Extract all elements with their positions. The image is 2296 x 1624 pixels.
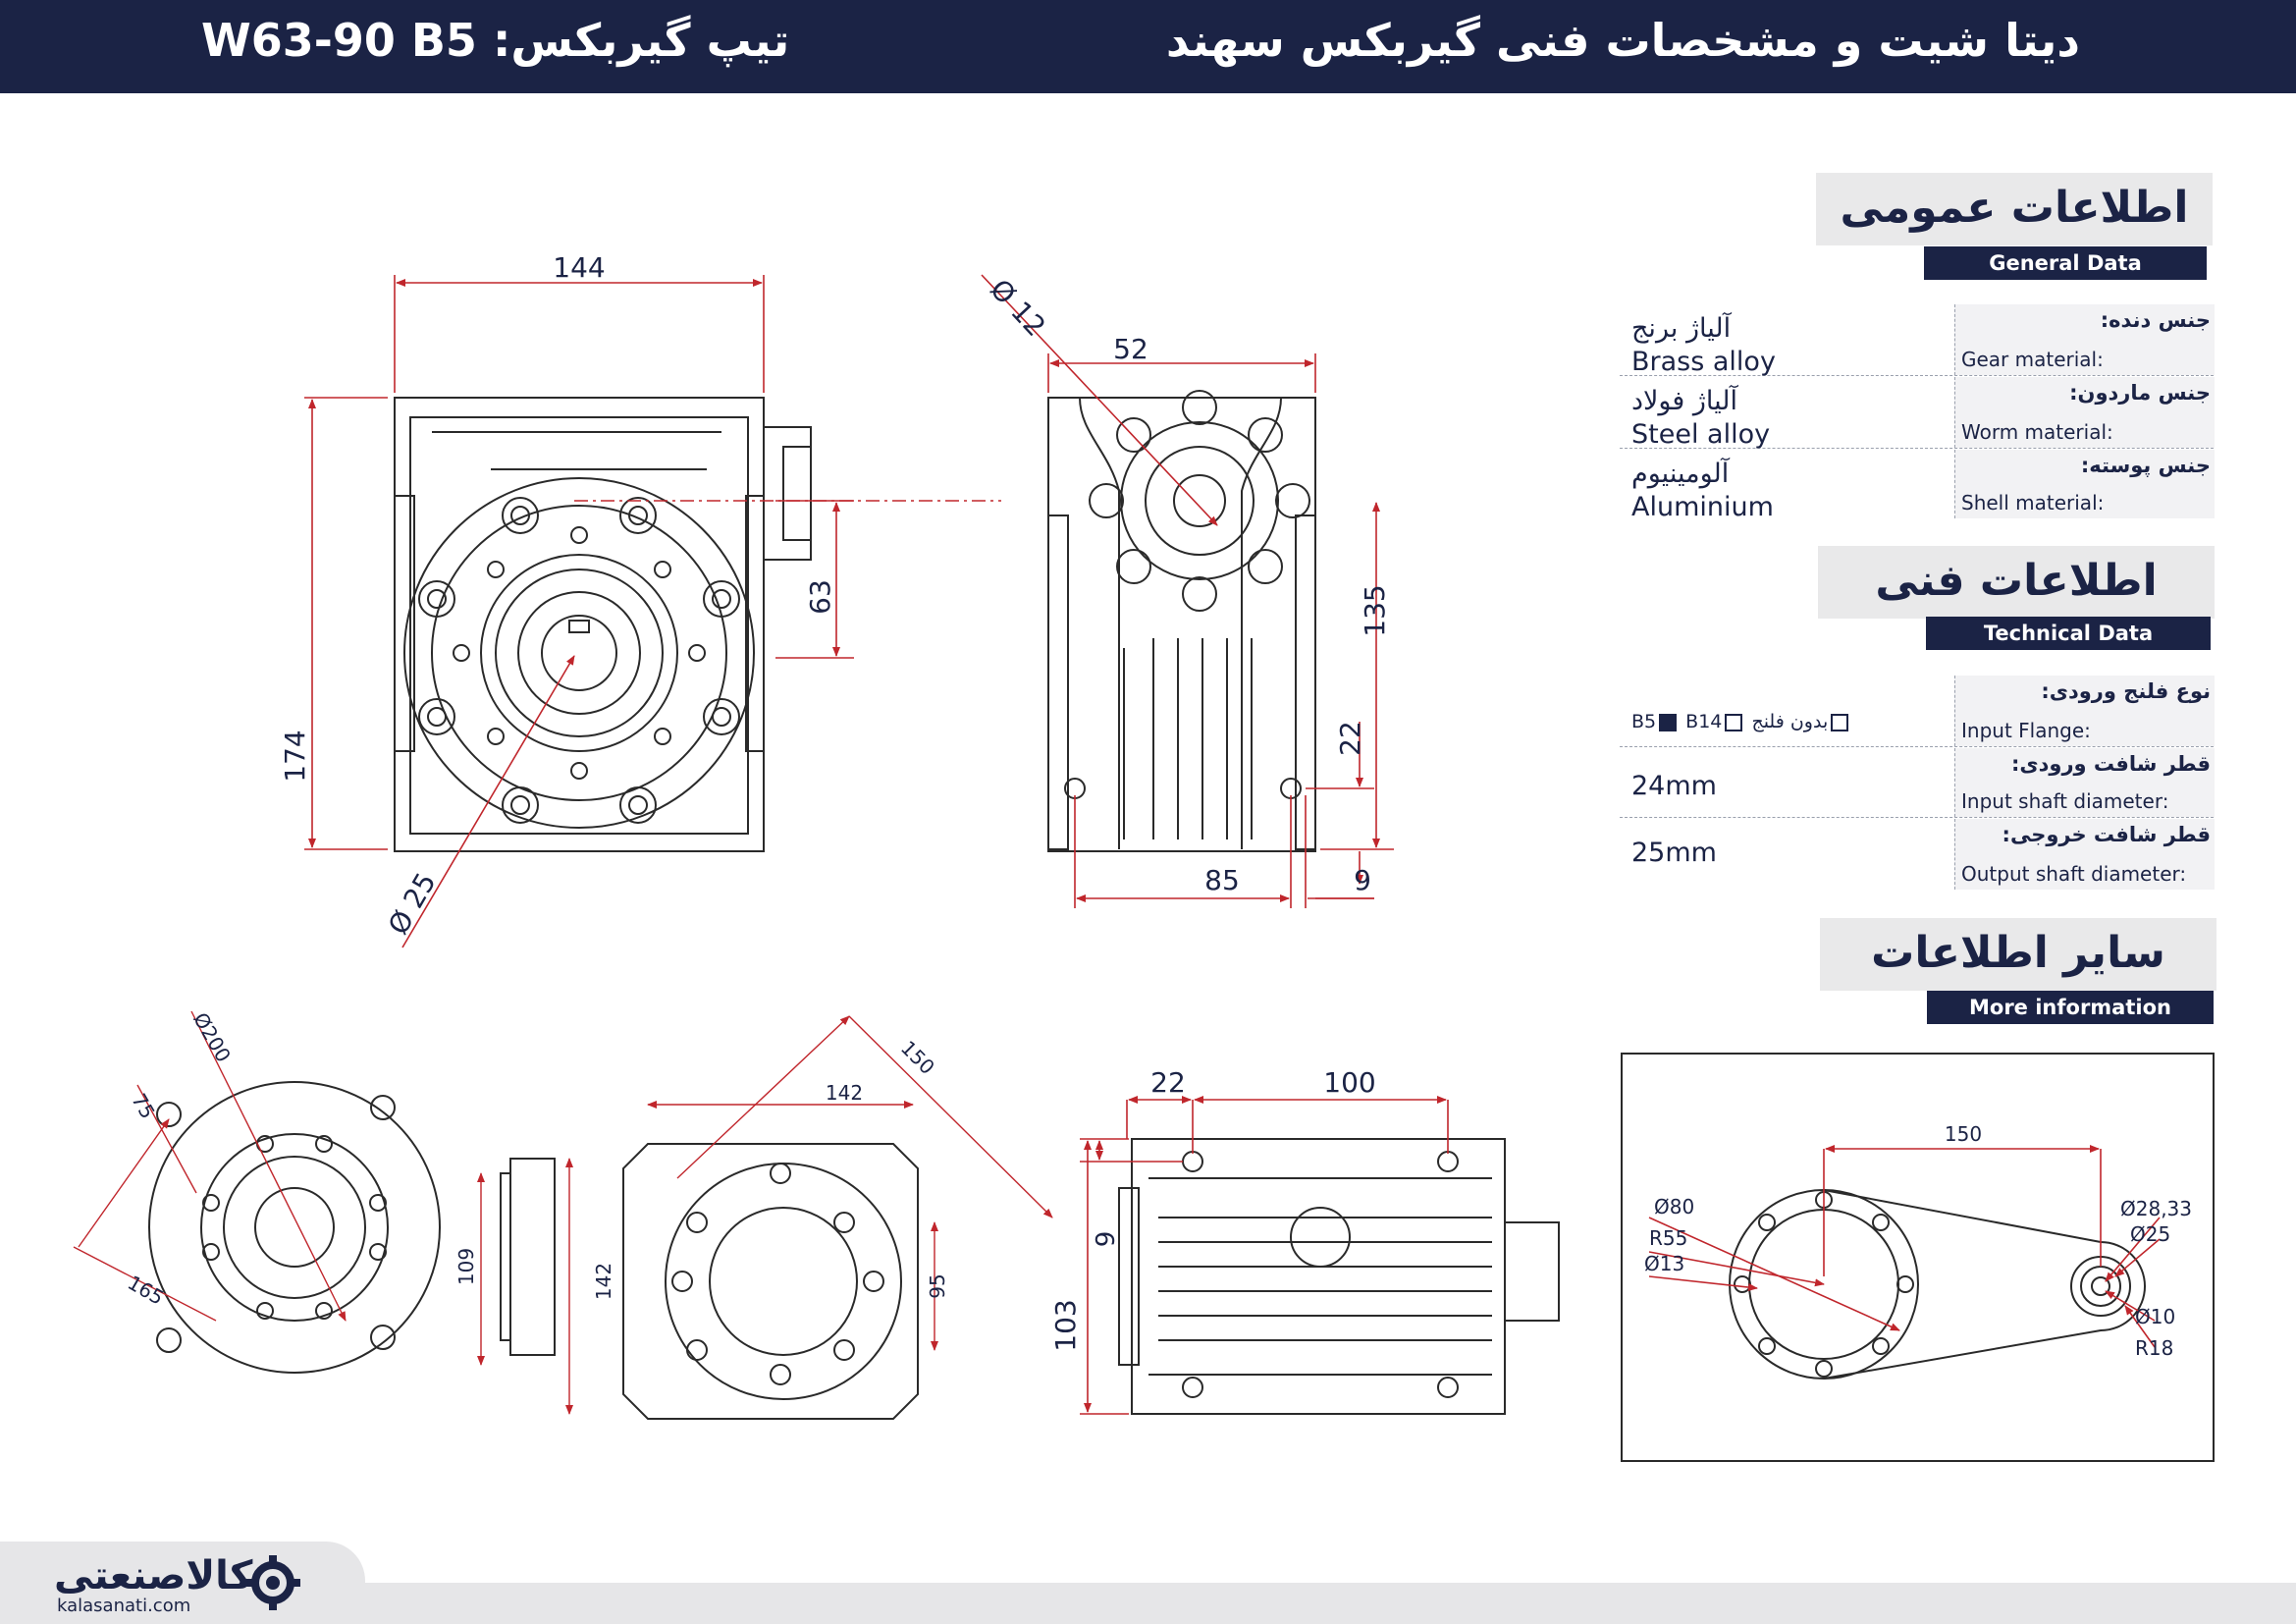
flange-side-view (500, 1158, 556, 1356)
flange-b14-label: B14 (1685, 711, 1723, 732)
logo-tab (0, 1542, 365, 1624)
dim-arm-150: 150 (1945, 1122, 1982, 1146)
page-title: دیتا شیت و مشخصات فنی گیربکس سهند (1165, 14, 2080, 67)
dim-side-shaft: Ø 12 (984, 273, 1052, 343)
shell-material-row: آلومینیوم Aluminium جنس پوسته: Shell mat… (1620, 450, 2215, 522)
dim-arm-d10: Ø10 (2135, 1305, 2175, 1328)
gear-logo-icon (245, 1555, 300, 1610)
input-flange-label: نوع فلنج ورودی: Input Flange: (1954, 676, 2215, 746)
dim-arm-d80: Ø80 (1654, 1195, 1694, 1218)
input-shaft-row: 24mm قطر شافت ورودی: Input shaft diamete… (1620, 748, 2215, 818)
output-shaft-label-en: Output shaft diameter: (1961, 862, 2187, 886)
flange-view (148, 1081, 441, 1374)
gear-material-value: آلیاژ برنج Brass alloy (1631, 312, 1776, 379)
dim-front-bore: Ø 25 (382, 867, 443, 940)
dim-arm-r18: R18 (2135, 1336, 2173, 1360)
input-flange-options: B5 B14 بدون فلنج (1631, 703, 1851, 738)
dim-front-center: 63 (804, 579, 836, 615)
input-flange-row: B5 B14 بدون فلنج نوع فلنج ورودی: Input F… (1620, 676, 2215, 747)
dim-flange-side-142: 142 (592, 1263, 615, 1300)
shell-material-value: آلومینیوم Aluminium (1631, 458, 1774, 524)
side-dimensions (981, 274, 1394, 908)
brand-url[interactable]: kalasanati.com (57, 1596, 191, 1616)
dim-side-flange: 52 (1113, 333, 1148, 365)
input-flange-label-fa: نوع فلنج ورودی: (2041, 679, 2211, 703)
gear-material-label-fa: جنس دنده: (2100, 308, 2211, 332)
worm-material-value-fa: آلیاژ فولاد (1631, 386, 1737, 416)
dim-bottom-9: 9 (1092, 1231, 1121, 1248)
dim-side-foot: 22 (1334, 721, 1366, 756)
general-data-subtitle: General Data (1924, 246, 2207, 280)
torque-arm-drawing (1729, 1189, 2146, 1380)
worm-material-label: جنس ماردون: Worm material: (1954, 377, 2215, 448)
worm-material-label-fa: جنس ماردون: (2069, 381, 2211, 405)
dim-side-base: 85 (1204, 864, 1240, 896)
dim-flange-d200: Ø200 (188, 1008, 236, 1066)
output-shaft-label: قطر شافت خروجی: Output shaft diameter: (1954, 819, 2215, 890)
flange-none-checkbox[interactable] (1831, 713, 1849, 731)
technical-data-title: اطلاعات فنی (1818, 546, 2215, 619)
gear-material-row: آلیاژ برنج Brass alloy جنس دنده: Gear ma… (1620, 304, 2215, 379)
square-flange-view (622, 1143, 919, 1420)
output-shaft-row: 25mm قطر شافت خروجی: Output shaft diamet… (1620, 819, 2215, 890)
more-info-frame (1621, 1053, 2215, 1462)
flange-none-label: بدون فلنج (1751, 711, 1829, 732)
shell-material-value-en: Aluminium (1631, 492, 1774, 522)
input-shaft-value: 24mm (1631, 771, 1717, 801)
dim-flange-side-109: 109 (454, 1248, 478, 1285)
flange-options-line: B5 B14 بدون فلنج (1631, 711, 1851, 732)
shell-material-label-en: Shell material: (1961, 491, 2105, 514)
flange-b14-checkbox[interactable] (1725, 713, 1743, 731)
gearbox-type-label: تیپ گیربکس: W63-90 B5 (201, 14, 790, 67)
front-dimensions (304, 275, 1001, 948)
input-shaft-label-en: Input shaft diameter: (1961, 789, 2169, 813)
worm-material-value-en: Steel alloy (1631, 419, 1771, 450)
shell-material-label-fa: جنس پوسته: (2080, 454, 2211, 477)
more-info-title: سایر اطلاعات (1820, 918, 2216, 991)
gear-material-value-en: Brass alloy (1631, 347, 1776, 377)
input-shaft-label: قطر شافت ورودی: Input shaft diameter: (1954, 748, 2215, 817)
worm-material-value: آلیاژ فولاد Steel alloy (1631, 385, 1770, 452)
shell-material-value-fa: آلومینیوم (1631, 459, 1730, 489)
shell-material-label: جنس پوسته: Shell material: (1954, 450, 2215, 518)
brand-logo-text: کالاصنعتی (54, 1553, 253, 1598)
flange-b5-checkbox[interactable] (1659, 713, 1678, 731)
output-shaft-value: 25mm (1631, 838, 1717, 868)
footer-bar (0, 1583, 2296, 1624)
worm-material-label-en: Worm material: (1961, 420, 2113, 444)
gear-material-label: جنس دنده: Gear material: (1954, 304, 2215, 375)
dim-bottom-22: 22 (1150, 1066, 1186, 1099)
output-shaft-label-fa: قطر شافت خروجی: (2002, 823, 2211, 846)
dim-arm-d2833: Ø28,33 (2120, 1197, 2192, 1220)
flange-dimensions (73, 1010, 347, 1322)
dim-front-height: 174 (279, 730, 311, 782)
gear-material-label-en: Gear material: (1961, 348, 2104, 371)
dim-square-150: 150 (896, 1036, 939, 1079)
input-flange-label-en: Input Flange: (1961, 719, 2091, 742)
dim-side-height: 135 (1359, 584, 1391, 636)
header-bar: دیتا شیت و مشخصات فنی گیربکس سهند تیپ گی… (0, 0, 2296, 93)
dim-bottom-100: 100 (1323, 1066, 1375, 1099)
gear-material-value-fa: آلیاژ برنج (1631, 313, 1732, 344)
worm-material-row: آلیاژ فولاد Steel alloy جنس ماردون: Worm… (1620, 377, 2215, 452)
dim-square-142: 142 (826, 1081, 863, 1105)
dim-side-offset: 9 (1354, 864, 1371, 896)
general-data-title: اطلاعات عمومی (1816, 173, 2213, 245)
dim-arm-r55: R55 (1649, 1226, 1687, 1250)
dim-front-width: 144 (553, 251, 605, 284)
dim-arm-d13: Ø13 (1644, 1252, 1684, 1275)
input-shaft-label-fa: قطر شافت ورودی: (2010, 752, 2211, 776)
technical-data-subtitle: Technical Data (1926, 617, 2211, 650)
bottom-view (1118, 1138, 1560, 1415)
dim-bottom-103: 103 (1049, 1299, 1082, 1351)
more-info-subtitle: More information (1927, 991, 2214, 1024)
front-view (394, 397, 812, 852)
side-view (1047, 390, 1316, 852)
flange-b5-label: B5 (1631, 711, 1657, 732)
dim-square-95: 95 (926, 1273, 949, 1298)
dim-arm-d25: Ø25 (2130, 1222, 2170, 1246)
